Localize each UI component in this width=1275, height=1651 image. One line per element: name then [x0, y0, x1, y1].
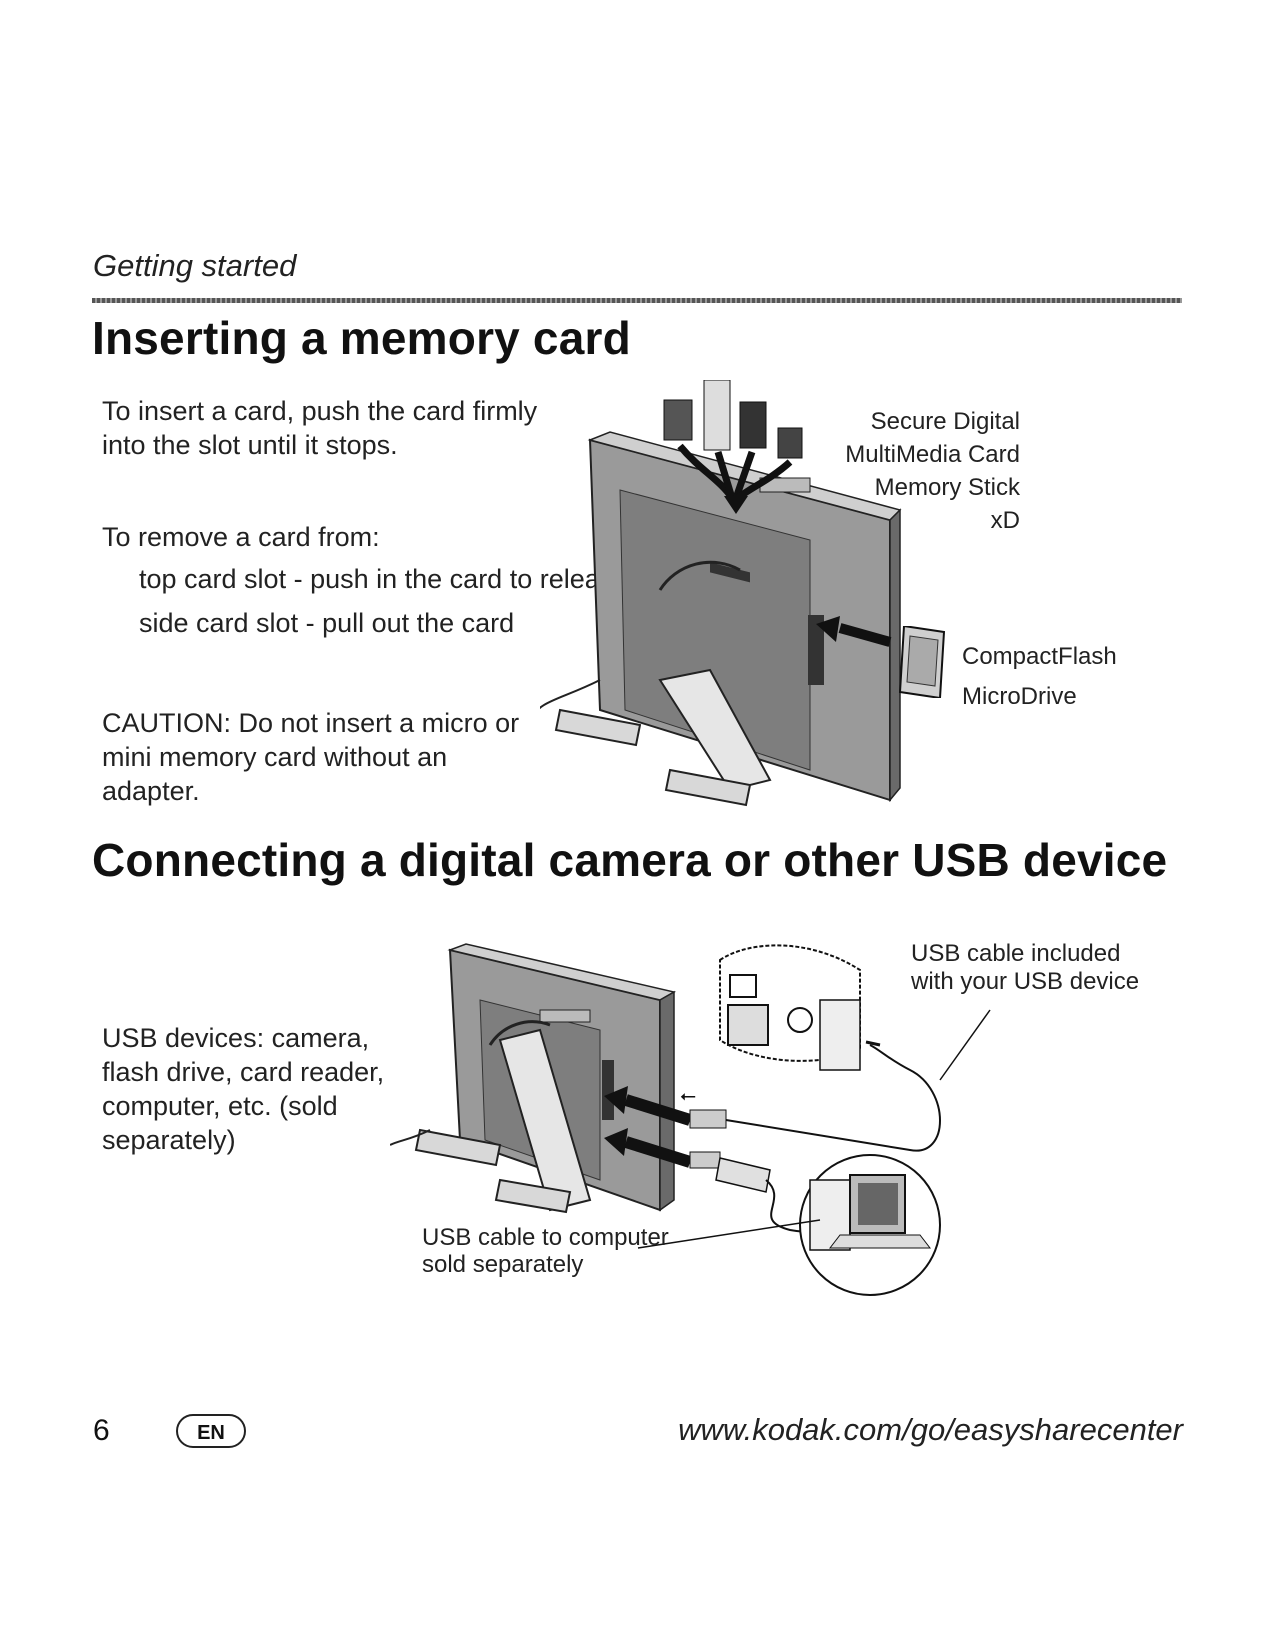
footer-url[interactable]: www.kodak.com/go/easysharecenter [678, 1412, 1183, 1447]
remove-top-slot: top card slot - push in the card to rele… [139, 564, 650, 594]
usb-title: Connecting a digital camera or other USB… [92, 834, 1168, 886]
label-compactflash: CompactFlash [962, 643, 1117, 670]
insert-title: Inserting a memory card [92, 312, 631, 364]
label-xd: xD [990, 507, 1020, 534]
usb-devices-text: USB devices: camera, flash drive, card r… [102, 1023, 385, 1155]
label-memory-stick: Memory Stick [874, 474, 1020, 501]
page-number: 6 [93, 1414, 110, 1447]
remove-side-slot: side card slot - pull out the card [139, 608, 515, 638]
label-multimedia-card: MultiMedia Card [845, 441, 1020, 468]
label-usb-cable-included: USB cable included with your USB device [911, 940, 1140, 995]
header-rule [92, 298, 1182, 303]
caution-text: CAUTION: Do not insert a micro or mini m… [102, 708, 520, 806]
label-usb-cable-computer: USB cable to computer [422, 1224, 669, 1251]
label-secure-digital: Secure Digital [870, 408, 1020, 435]
svg-text:⭠: ⭠ [680, 1085, 696, 1107]
label-sold-separately: sold separately [422, 1251, 584, 1278]
remove-heading: To remove a card from: [102, 522, 380, 552]
label-microdrive: MicroDrive [962, 683, 1077, 710]
insert-instruction: To insert a card, push the card firmly i… [102, 396, 538, 460]
compactflash-card-icon [898, 626, 946, 698]
frame-memory-card-illustration [540, 380, 902, 807]
usb-connection-illustration: ⭠ [390, 943, 991, 1296]
section-label: Getting started [93, 248, 297, 283]
language-badge: EN [176, 1414, 246, 1448]
